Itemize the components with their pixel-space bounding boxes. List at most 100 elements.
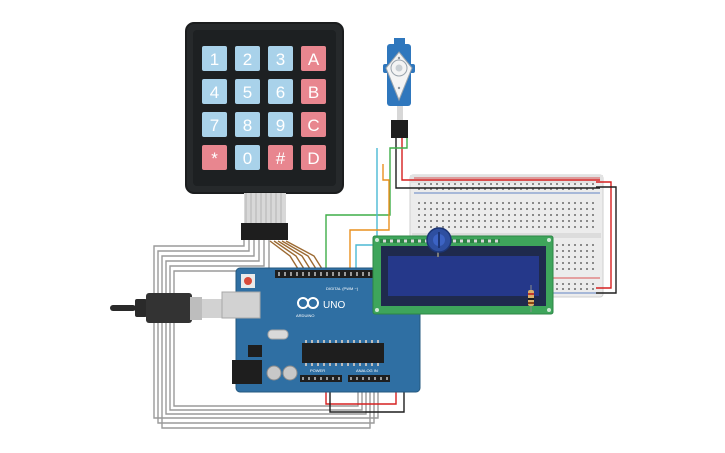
breadboard-hole	[418, 226, 420, 228]
breadboard-hole	[502, 220, 504, 222]
breadboard-hole	[550, 183, 552, 185]
breadboard-hole	[580, 262, 582, 264]
breadboard-hole	[514, 188, 516, 190]
breadboard-hole	[574, 288, 576, 290]
keypad-key[interactable]: 9	[268, 112, 293, 137]
keypad-key[interactable]: A	[301, 46, 326, 71]
breadboard-hole	[520, 226, 522, 228]
breadboard-hole	[532, 220, 534, 222]
breadboard-hole	[418, 208, 420, 210]
breadboard-hole	[442, 188, 444, 190]
breadboard-hole	[460, 214, 462, 216]
breadboard-hole	[520, 214, 522, 216]
breadboard-hole	[544, 214, 546, 216]
keypad-key[interactable]: 3	[268, 46, 293, 71]
keypad-key-label: 7	[210, 116, 219, 135]
breadboard-hole	[502, 202, 504, 204]
breadboard-hole	[508, 202, 510, 204]
breadboard-hole	[562, 214, 564, 216]
breadboard-hole	[466, 188, 468, 190]
header-pin	[308, 272, 310, 276]
chip-pin	[371, 363, 373, 366]
breadboard-hole	[496, 208, 498, 210]
breadboard-hole	[496, 202, 498, 204]
breadboard-hole	[502, 188, 504, 190]
servo-motor[interactable]	[383, 38, 415, 138]
breadboard-hole	[562, 226, 564, 228]
breadboard-hole	[436, 214, 438, 216]
resistor[interactable]	[528, 285, 534, 312]
breadboard-hole	[520, 188, 522, 190]
breadboard-hole	[544, 202, 546, 204]
servo-connector	[391, 120, 408, 138]
breadboard-hole	[568, 226, 570, 228]
chip-pin	[311, 363, 313, 366]
breadboard-hole	[454, 220, 456, 222]
breadboard-hole	[556, 202, 558, 204]
breadboard-hole	[478, 208, 480, 210]
breadboard-hole	[418, 214, 420, 216]
lcd-pin	[397, 239, 400, 243]
header-pin	[332, 272, 334, 276]
servo-wire-green	[325, 138, 408, 270]
breadboard-hole	[562, 268, 564, 270]
lcd-pin	[460, 239, 463, 243]
lcd-pin	[453, 239, 456, 243]
breadboard-hole	[454, 183, 456, 185]
breadboard-hole	[466, 183, 468, 185]
breadboard-hole	[490, 226, 492, 228]
keypad-key[interactable]: *	[202, 145, 227, 170]
lcd-16x2-display[interactable]	[372, 235, 554, 315]
breadboard-hole	[430, 188, 432, 190]
keypad-key[interactable]: #	[268, 145, 293, 170]
breadboard-hole	[556, 220, 558, 222]
breadboard-hole	[484, 183, 486, 185]
breadboard-hole	[580, 226, 582, 228]
keypad-key[interactable]: 0	[235, 145, 260, 170]
breadboard-hole	[562, 283, 564, 285]
breadboard-hole	[574, 208, 576, 210]
breadboard-hole	[556, 256, 558, 258]
breadboard-hole	[466, 208, 468, 210]
breadboard-hole	[496, 188, 498, 190]
breadboard-hole	[502, 183, 504, 185]
header-pin	[326, 377, 328, 380]
breadboard-hole	[484, 208, 486, 210]
servo-wire-black	[395, 138, 600, 189]
breadboard-hole	[436, 183, 438, 185]
chip-pin	[329, 340, 331, 343]
keypad-key-label: 0	[243, 149, 252, 168]
keypad-key[interactable]: 1	[202, 46, 227, 71]
digital-header-label: DIGITAL (PWM ~)	[326, 286, 359, 291]
breadboard-hole	[592, 244, 594, 246]
chip-pin	[371, 340, 373, 343]
keypad-key[interactable]: C	[301, 112, 326, 137]
breadboard-hole	[460, 220, 462, 222]
keypad-key-label: C	[307, 116, 319, 135]
breadboard-hole	[466, 202, 468, 204]
keypad-key[interactable]: D	[301, 145, 326, 170]
breadboard-hole	[448, 208, 450, 210]
breadboard-hole	[478, 183, 480, 185]
potentiometer[interactable]	[426, 227, 452, 257]
breadboard-hole	[592, 214, 594, 216]
breadboard-hole	[562, 208, 564, 210]
breadboard-hole	[448, 226, 450, 228]
breadboard-hole	[568, 262, 570, 264]
breadboard-hole	[472, 183, 474, 185]
header-pin	[344, 272, 346, 276]
keypad-key[interactable]: 8	[235, 112, 260, 137]
keypad-key[interactable]: 2	[235, 46, 260, 71]
keypad-key[interactable]: 4	[202, 79, 227, 104]
breadboard-hole	[520, 208, 522, 210]
keypad-key[interactable]: 7	[202, 112, 227, 137]
header-pin	[356, 272, 358, 276]
breadboard-hole	[562, 288, 564, 290]
keypad-key[interactable]: 6	[268, 79, 293, 104]
keypad-key[interactable]: B	[301, 79, 326, 104]
breadboard-hole	[544, 208, 546, 210]
keypad-key[interactable]: 5	[235, 79, 260, 104]
breadboard-hole	[490, 188, 492, 190]
